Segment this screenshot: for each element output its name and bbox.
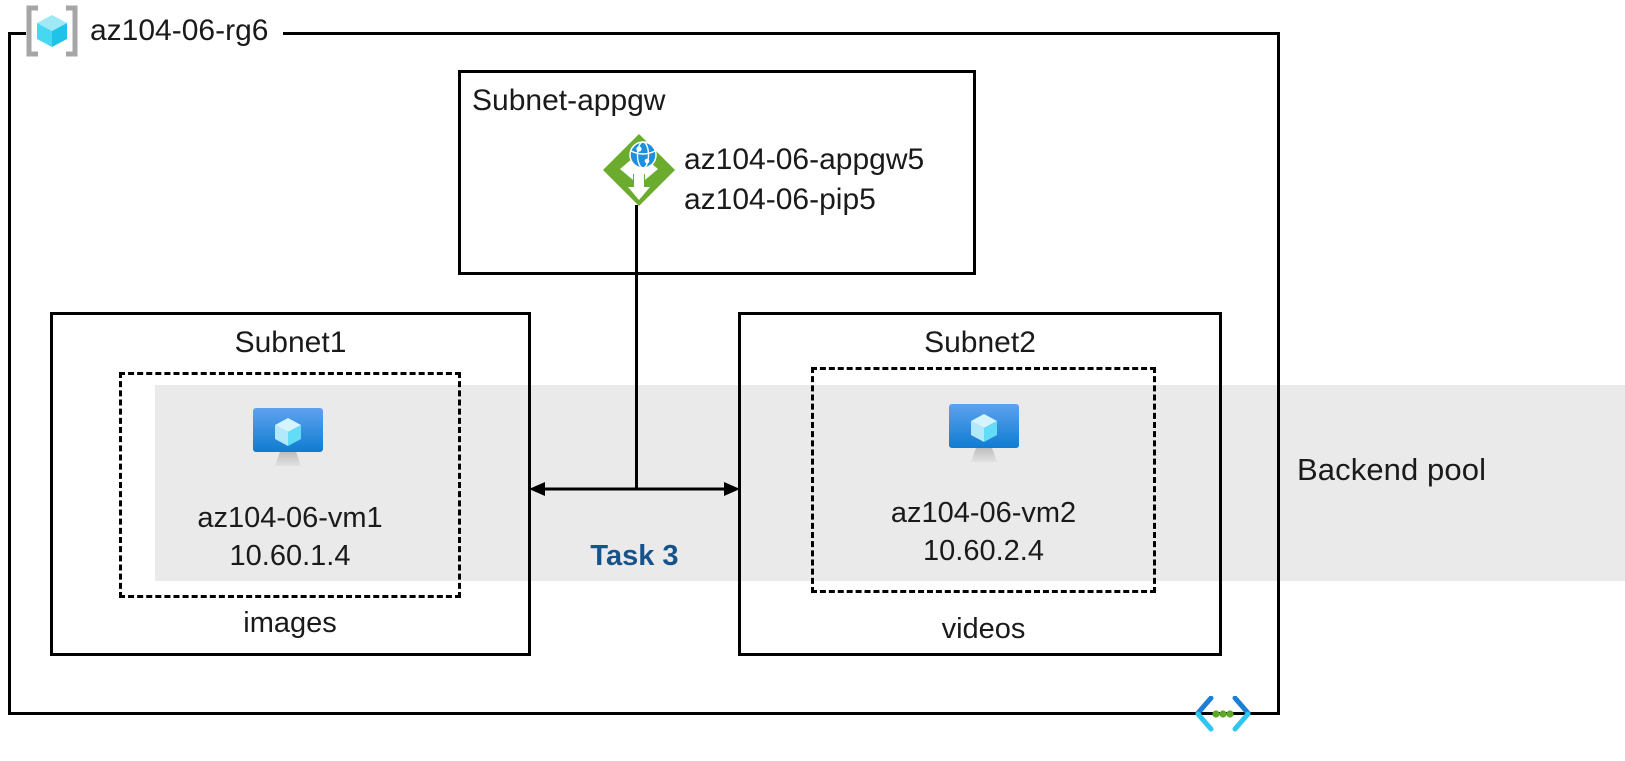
subnet1-vm-labels: az104-06-vm1 10.60.1.4 <box>119 499 461 575</box>
resource-group-top-border-stub <box>8 32 26 35</box>
backend-pool-band <box>155 385 1625 581</box>
subnet2-box <box>738 312 1222 656</box>
resource-group-frame <box>8 32 1280 715</box>
subnet2-vm-labels: az104-06-vm2 10.60.2.4 <box>811 494 1156 570</box>
backend-pool-label: Backend pool <box>1297 452 1487 487</box>
subnet1-title: Subnet1 <box>234 326 347 359</box>
subnet1-nic-group <box>119 372 461 598</box>
vm2-ip: 10.60.2.4 <box>923 535 1044 567</box>
public-ip-name: az104-06-pip5 <box>684 183 876 216</box>
subnet2-title: Subnet2 <box>924 326 1036 359</box>
subnet1-footer-label: images <box>243 607 337 639</box>
virtual-machine-icon <box>248 405 328 473</box>
resource-group-name: az104-06-rg6 <box>90 14 269 47</box>
subnet2-nic-group <box>811 367 1156 593</box>
appgw-resource-labels: az104-06-appgw5 az104-06-pip5 <box>684 140 924 220</box>
application-gateway-icon <box>600 131 678 209</box>
vm1-name: az104-06-vm1 <box>197 502 383 534</box>
subnet-peering-arrow <box>527 474 742 504</box>
subnet-appgw-title: Subnet-appgw <box>472 84 666 117</box>
subnet-appgw-box <box>458 70 976 275</box>
code-brackets-icon <box>1195 695 1251 732</box>
vm1-ip: 10.60.1.4 <box>229 540 351 572</box>
task-3-label: Task 3 <box>590 540 679 572</box>
resource-group-top-border <box>283 32 1280 35</box>
appgw-name: az104-06-appgw5 <box>684 143 925 176</box>
subnet2-footer-label: videos <box>941 613 1026 645</box>
resource-group-cube-icon <box>24 4 80 58</box>
appgw-to-subnets-connector <box>635 205 638 489</box>
subnet1-box <box>50 312 531 656</box>
vm2-name: az104-06-vm2 <box>890 497 1077 529</box>
virtual-machine-icon <box>944 401 1024 469</box>
